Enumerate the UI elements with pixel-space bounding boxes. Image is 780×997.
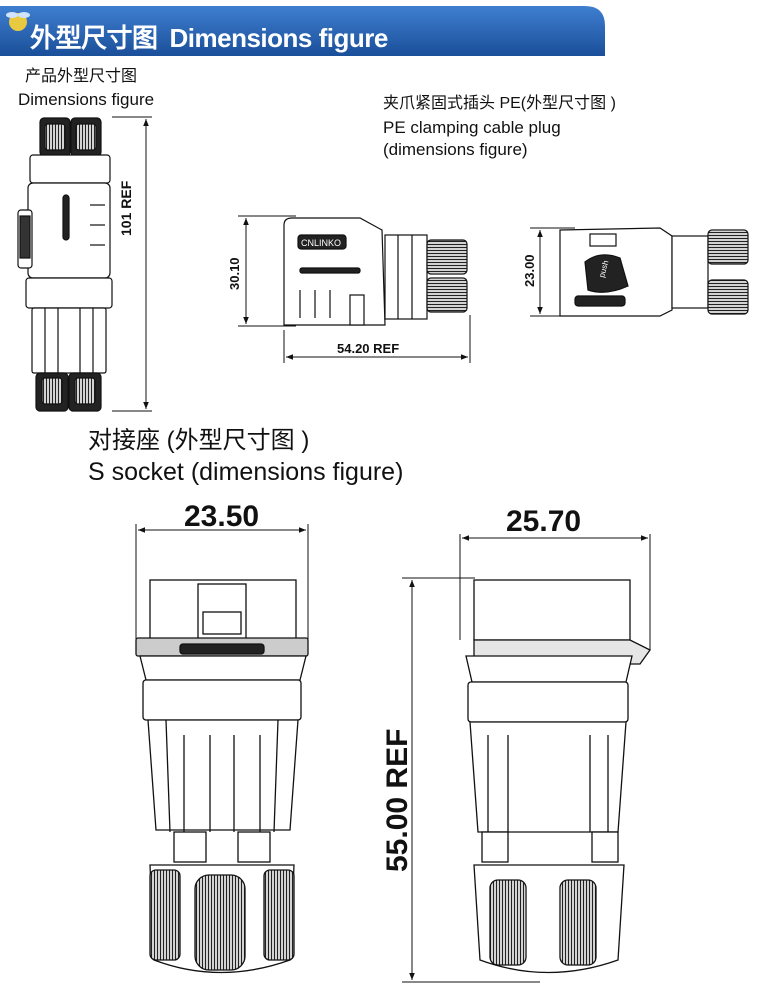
plug-label-en1: PE clamping cable plug [383,118,561,137]
push-label: push [597,259,610,278]
plug-side-drawing: CNLINKO [283,217,468,326]
product-length-dimension-line [112,116,152,412]
plug-label-en2: (dimensions figure) [383,140,528,159]
plug-length-dim: 54.20 REF [337,341,400,356]
product-drawing [17,117,113,412]
plug-top-drawing: push [559,227,749,317]
socket-side-drawing [465,579,651,974]
header-title-en: Dimensions figure [169,23,389,53]
plug-top-dimension-lines [530,227,575,317]
banner-shape [0,6,605,56]
product-label-cn: 产品外型尺寸图 [25,68,138,85]
plug-side-dimension-lines [238,215,471,363]
plug-logo: CNLINKO [301,238,341,248]
socket-side-dimension-lines [402,534,651,983]
header-banner: 外型尺寸图 Dimensions figure [0,6,605,56]
product-label-en: Dimensions figure [18,90,155,109]
plug-label-cn: 夹爪紧固式插头 PE(外型尺寸图 ) [383,95,616,112]
header-title: 外型尺寸图 Dimensions figure [30,18,388,55]
socket-label-en: S socket (dimensions figure) [88,458,404,486]
socket-front-drawing [135,579,309,974]
socket-label-cn: 对接座 (外型尺寸图 ) [88,427,310,454]
socket-front-dimension-lines [135,524,309,640]
header-title-cn: 外型尺寸图 [30,23,158,53]
socket-side-width-dim: 25.70 [506,505,582,538]
